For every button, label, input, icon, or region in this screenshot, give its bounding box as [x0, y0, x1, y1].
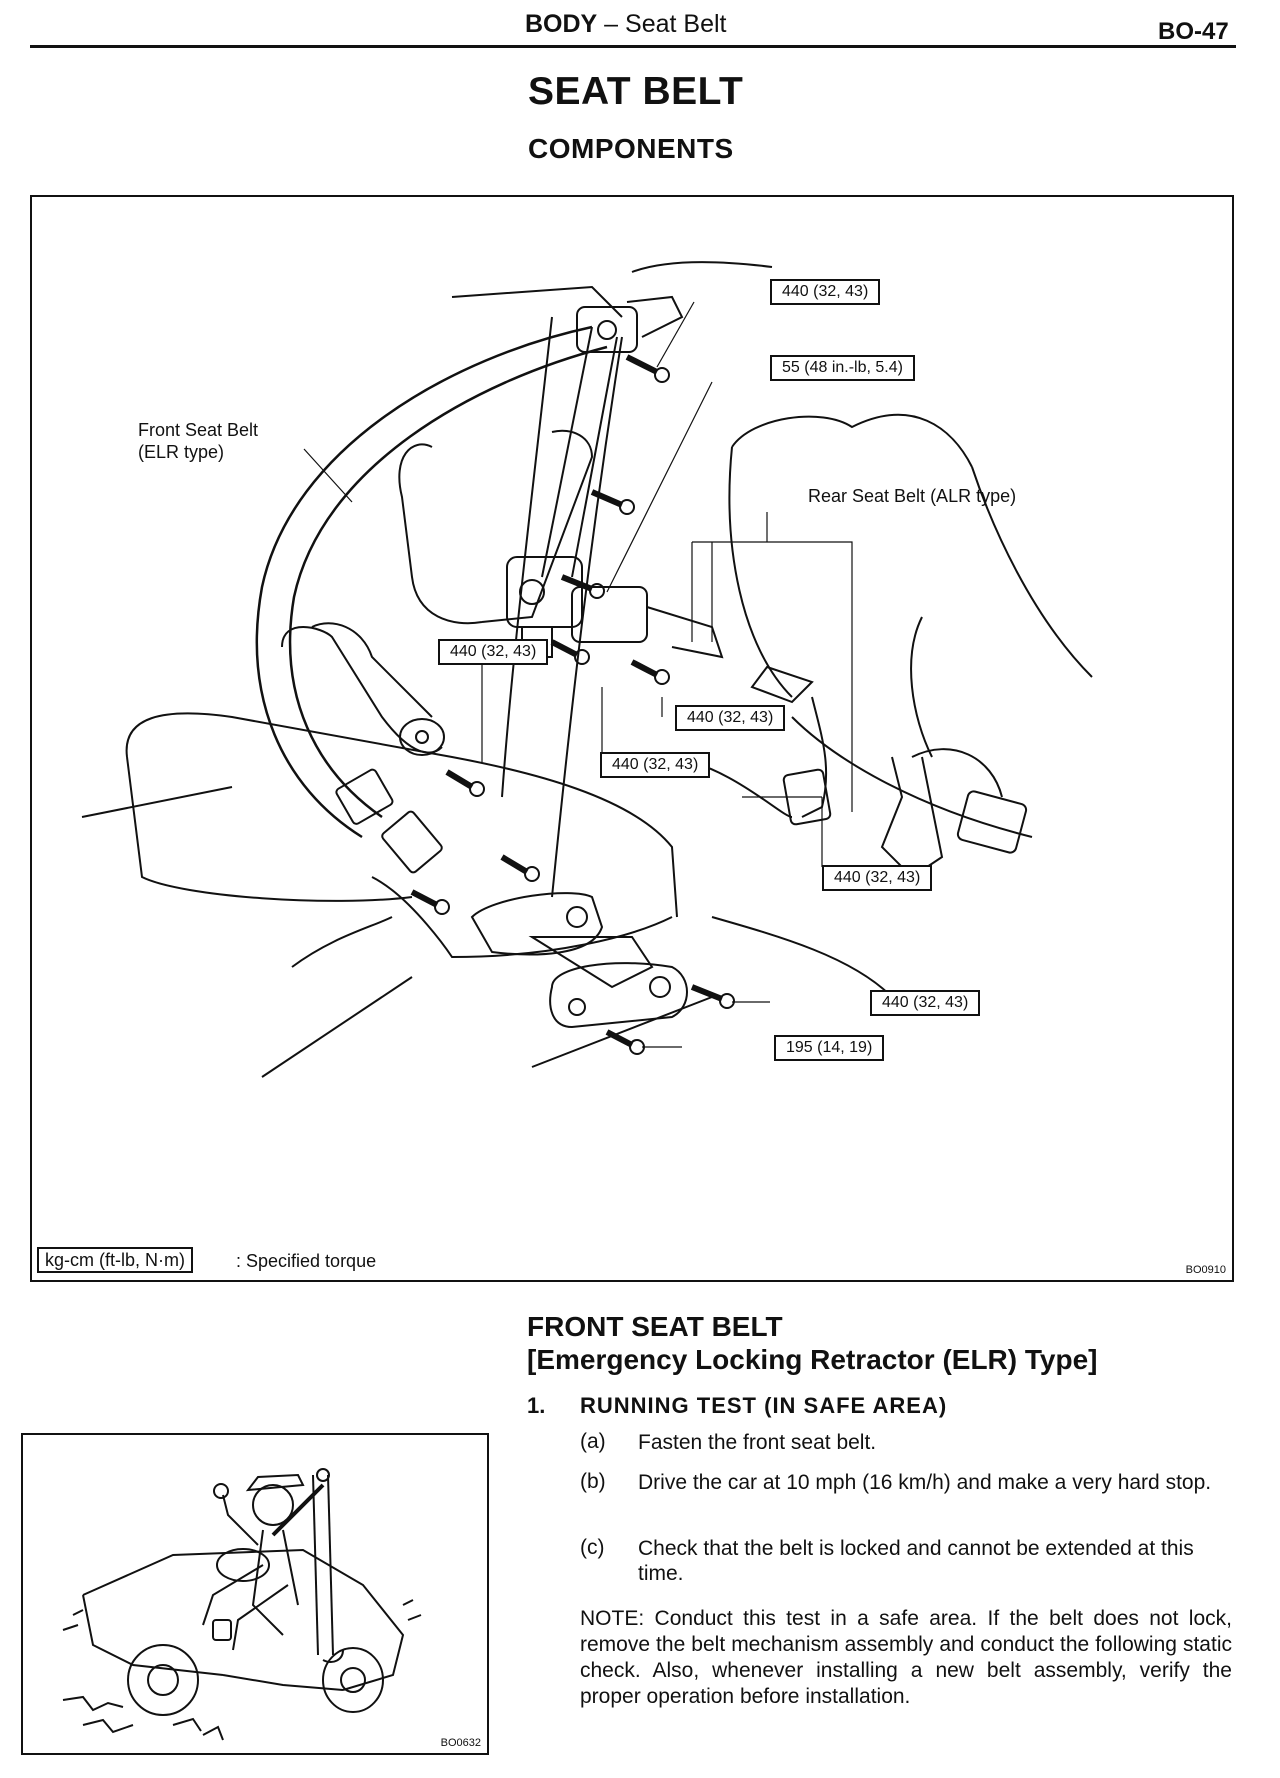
torque-label: 55 (48 in.-lb, 5.4): [770, 355, 915, 381]
torque-label: 440 (32, 43): [870, 990, 981, 1016]
torque-unit-legend: kg-cm (ft-lb, N·m): [37, 1247, 193, 1273]
running-test-illustration: BO0632: [21, 1433, 489, 1755]
torque-label: 440 (32, 43): [438, 639, 549, 665]
page-subtitle: COMPONENTS: [528, 133, 734, 164]
substep-text: Drive the car at 10 mph (16 km/h) and ma…: [638, 1471, 1212, 1494]
torque-legend-description: : Specified torque: [236, 1251, 377, 1271]
header-section: BODY: [525, 10, 598, 38]
figure-code: BO0910: [1185, 1264, 1226, 1276]
substep-label: (a): [580, 1430, 606, 1453]
substep-text: Fasten the front seat belt.: [638, 1431, 877, 1454]
running-test-drawing: [62, 1468, 422, 1741]
rear-seat-belt-label: Rear Seat Belt (ALR type): [808, 486, 1017, 506]
note-paragraph: NOTE: Conduct this test in a safe area. …: [580, 1607, 1232, 1708]
header-subsection: – Seat Belt: [597, 10, 727, 38]
section-heading-sub: [Emergency Locking Retractor (ELR) Type]: [527, 1344, 1098, 1375]
step-title: RUNNING TEST (IN SAFE AREA): [580, 1393, 948, 1418]
section-heading: FRONT SEAT BELT: [527, 1311, 783, 1342]
torque-label: 440 (32, 43): [600, 752, 711, 778]
running-header: BODY – Seat Belt: [525, 10, 726, 39]
figure-code: BO0632: [440, 1737, 481, 1749]
step-number: 1.: [527, 1393, 546, 1418]
torque-label: 440 (32, 43): [675, 705, 786, 731]
substep-text: Check that the belt is locked and cannot…: [638, 1537, 1194, 1585]
page-number: BO-47: [1158, 18, 1229, 45]
page-title: SEAT BELT: [528, 70, 744, 113]
components-diagram: Front Seat Belt (ELR type) Rear Seat Bel…: [30, 195, 1234, 1282]
substep-label: (c): [580, 1536, 605, 1559]
torque-label: 440 (32, 43): [822, 865, 933, 891]
components-drawing: [81, 261, 1093, 1078]
header-rule: [30, 45, 1236, 48]
front-seat-belt-type-label: (ELR type): [138, 442, 225, 462]
torque-label: 440 (32, 43): [770, 279, 881, 305]
front-seat-belt-label: Front Seat Belt: [138, 420, 259, 440]
torque-label: 195 (14, 19): [774, 1035, 885, 1061]
substep-label: (b): [580, 1470, 606, 1493]
